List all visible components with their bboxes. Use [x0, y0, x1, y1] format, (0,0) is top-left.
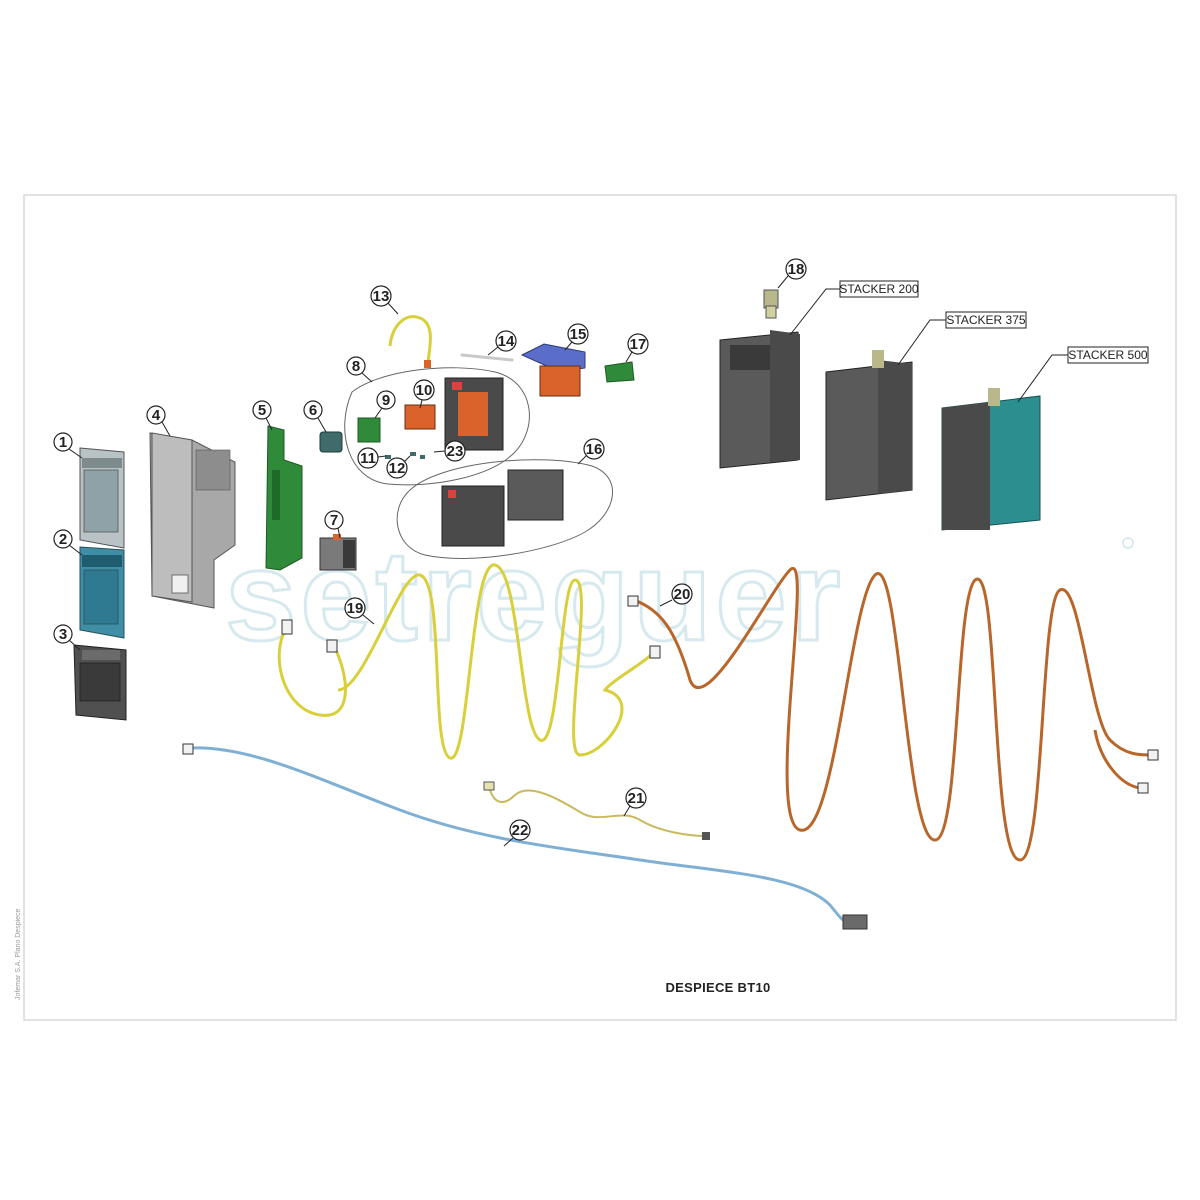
part-2-bezel-blue — [79, 546, 125, 639]
callout-19: 19 — [344, 597, 375, 625]
part-5-pcb — [265, 425, 303, 571]
svg-text:18: 18 — [788, 261, 805, 278]
callout-9: 9 — [374, 390, 396, 419]
svg-text:20: 20 — [674, 586, 691, 603]
svg-text:3: 3 — [59, 626, 67, 643]
svg-text:8: 8 — [352, 358, 360, 375]
drawing-frame — [23, 194, 1177, 1021]
svg-text:6: 6 — [309, 402, 317, 419]
svg-text:12: 12 — [389, 460, 406, 477]
svg-text:10: 10 — [416, 382, 433, 399]
stacker-500-label: STACKER 500 — [1017, 346, 1149, 403]
svg-text:16: 16 — [586, 441, 603, 458]
svg-text:7: 7 — [330, 512, 338, 529]
stacker-500 — [941, 388, 1041, 531]
svg-text:4: 4 — [152, 407, 161, 424]
stacker-375-label: STACKER 375 — [897, 311, 1027, 366]
part-1-bezel — [79, 447, 125, 549]
callout-6: 6 — [303, 400, 327, 433]
part-10-orange-bracket — [404, 404, 436, 430]
stacker-200-label: STACKER 200 — [789, 280, 919, 336]
group-16-outline — [396, 459, 614, 559]
callout-15: 15 — [564, 323, 589, 351]
part-14-rod — [460, 353, 514, 362]
part-16-transport-assembly — [441, 469, 564, 547]
callout-4: 4 — [146, 405, 171, 437]
svg-text:17: 17 — [630, 336, 647, 353]
part-13-cable-yellow — [388, 315, 432, 363]
callout-7: 7 — [324, 510, 344, 539]
part-21-cable-thin — [489, 789, 706, 837]
watermark-text: setreguer — [225, 525, 844, 668]
drawing-title: DESPIECE BT10 — [665, 980, 770, 995]
callout-23: 23 — [433, 440, 466, 462]
part-3-bezel-black — [73, 644, 127, 721]
callout-1: 1 — [53, 432, 83, 459]
group-8-outline — [344, 367, 530, 486]
callout-5: 5 — [252, 400, 273, 431]
callout-11: 11 — [357, 447, 387, 469]
part-8-transport-module — [444, 377, 504, 451]
svg-text:21: 21 — [628, 790, 645, 807]
part-7-motor-unit — [319, 534, 357, 571]
callout-14: 14 — [487, 330, 517, 356]
svg-text:1: 1 — [59, 434, 67, 451]
svg-text:13: 13 — [373, 288, 390, 305]
svg-text:23: 23 — [447, 443, 464, 460]
callout-2: 2 — [53, 529, 83, 556]
callout-20: 20 — [659, 583, 693, 607]
svg-text:19: 19 — [347, 600, 364, 617]
svg-text:STACKER 375: STACKER 375 — [946, 313, 1025, 327]
callout-8: 8 — [346, 356, 373, 383]
watermark-registered-mark — [1122, 537, 1134, 549]
svg-text:22: 22 — [512, 822, 529, 839]
callout-22: 22 — [503, 819, 531, 847]
callout-18: 18 — [777, 258, 807, 289]
part-6-connector-block — [319, 431, 343, 453]
part-17-small-pcb — [604, 361, 635, 383]
svg-text:STACKER 200: STACKER 200 — [839, 282, 918, 296]
callout-17: 17 — [625, 333, 649, 363]
svg-text:9: 9 — [382, 392, 390, 409]
part-9-green-bracket — [357, 417, 381, 443]
callout-21: 21 — [623, 787, 647, 817]
callout-3: 3 — [53, 624, 81, 651]
part-20-cable-orange — [633, 566, 1151, 862]
part-15-sensor-head — [520, 343, 586, 397]
callout-13: 13 — [370, 285, 399, 315]
stacker-375 — [825, 350, 913, 501]
svg-text:11: 11 — [360, 450, 376, 467]
part-19-cable-yellow — [277, 563, 657, 760]
svg-text:14: 14 — [498, 333, 515, 350]
callout-10: 10 — [413, 379, 435, 409]
part-4-metal-frame — [149, 432, 236, 609]
svg-text:15: 15 — [570, 326, 587, 343]
side-note: Jofemar S.A. Plano Despiece — [15, 908, 22, 1000]
part-11-12-small-pins — [385, 452, 425, 459]
svg-text:STACKER 500: STACKER 500 — [1068, 348, 1147, 362]
stacker-200 — [719, 330, 800, 469]
part-22-cable-blue — [189, 746, 847, 924]
part-18-key-lock — [763, 289, 779, 319]
callout-12: 12 — [386, 455, 411, 479]
svg-text:2: 2 — [59, 531, 67, 548]
callout-16: 16 — [577, 438, 605, 465]
svg-text:5: 5 — [258, 402, 266, 419]
